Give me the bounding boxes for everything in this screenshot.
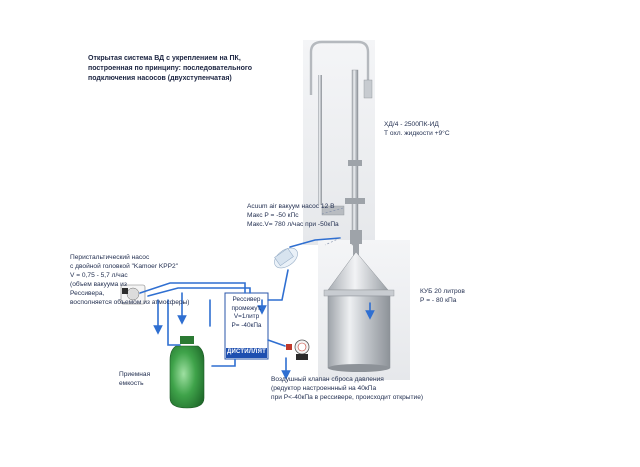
peristaltic-pump (120, 284, 146, 305)
receiver-label: Рессивер промежут. V=1литр Р= -40кПа (231, 296, 262, 329)
relief-valve-label: Воздушный клапан сброса давления (редукт… (271, 376, 424, 401)
receiver-vessel (224, 292, 269, 360)
receiving-vessel-label: Приемная емкость (119, 371, 151, 387)
pressure-relief-valve (286, 339, 310, 360)
leader-lines (321, 207, 344, 246)
tubing (139, 237, 375, 380)
peristaltic-pump-label: Перистальтический насос с двойной головк… (70, 254, 190, 306)
diagram-title: Открытая система ВД с укреплением на ПК,… (88, 55, 253, 82)
distillation-column (309, 40, 373, 246)
vacuum-pump-label: Acuum air вакуум насос 12 В Макс Р = -50… (247, 203, 339, 228)
distillate-layer (226, 348, 267, 358)
column-label: ХД/4 - 2500ПК-ИД Т охл. жидкости +9°С (384, 121, 450, 137)
distillate-label: ДИСТИЛЛЯТ (227, 349, 266, 355)
receiving-bottle (169, 336, 205, 409)
cube-boiler (323, 240, 395, 372)
cube-label: КУБ 20 литров Р = - 80 кПа (420, 288, 465, 304)
vacuum-pump (274, 247, 298, 269)
